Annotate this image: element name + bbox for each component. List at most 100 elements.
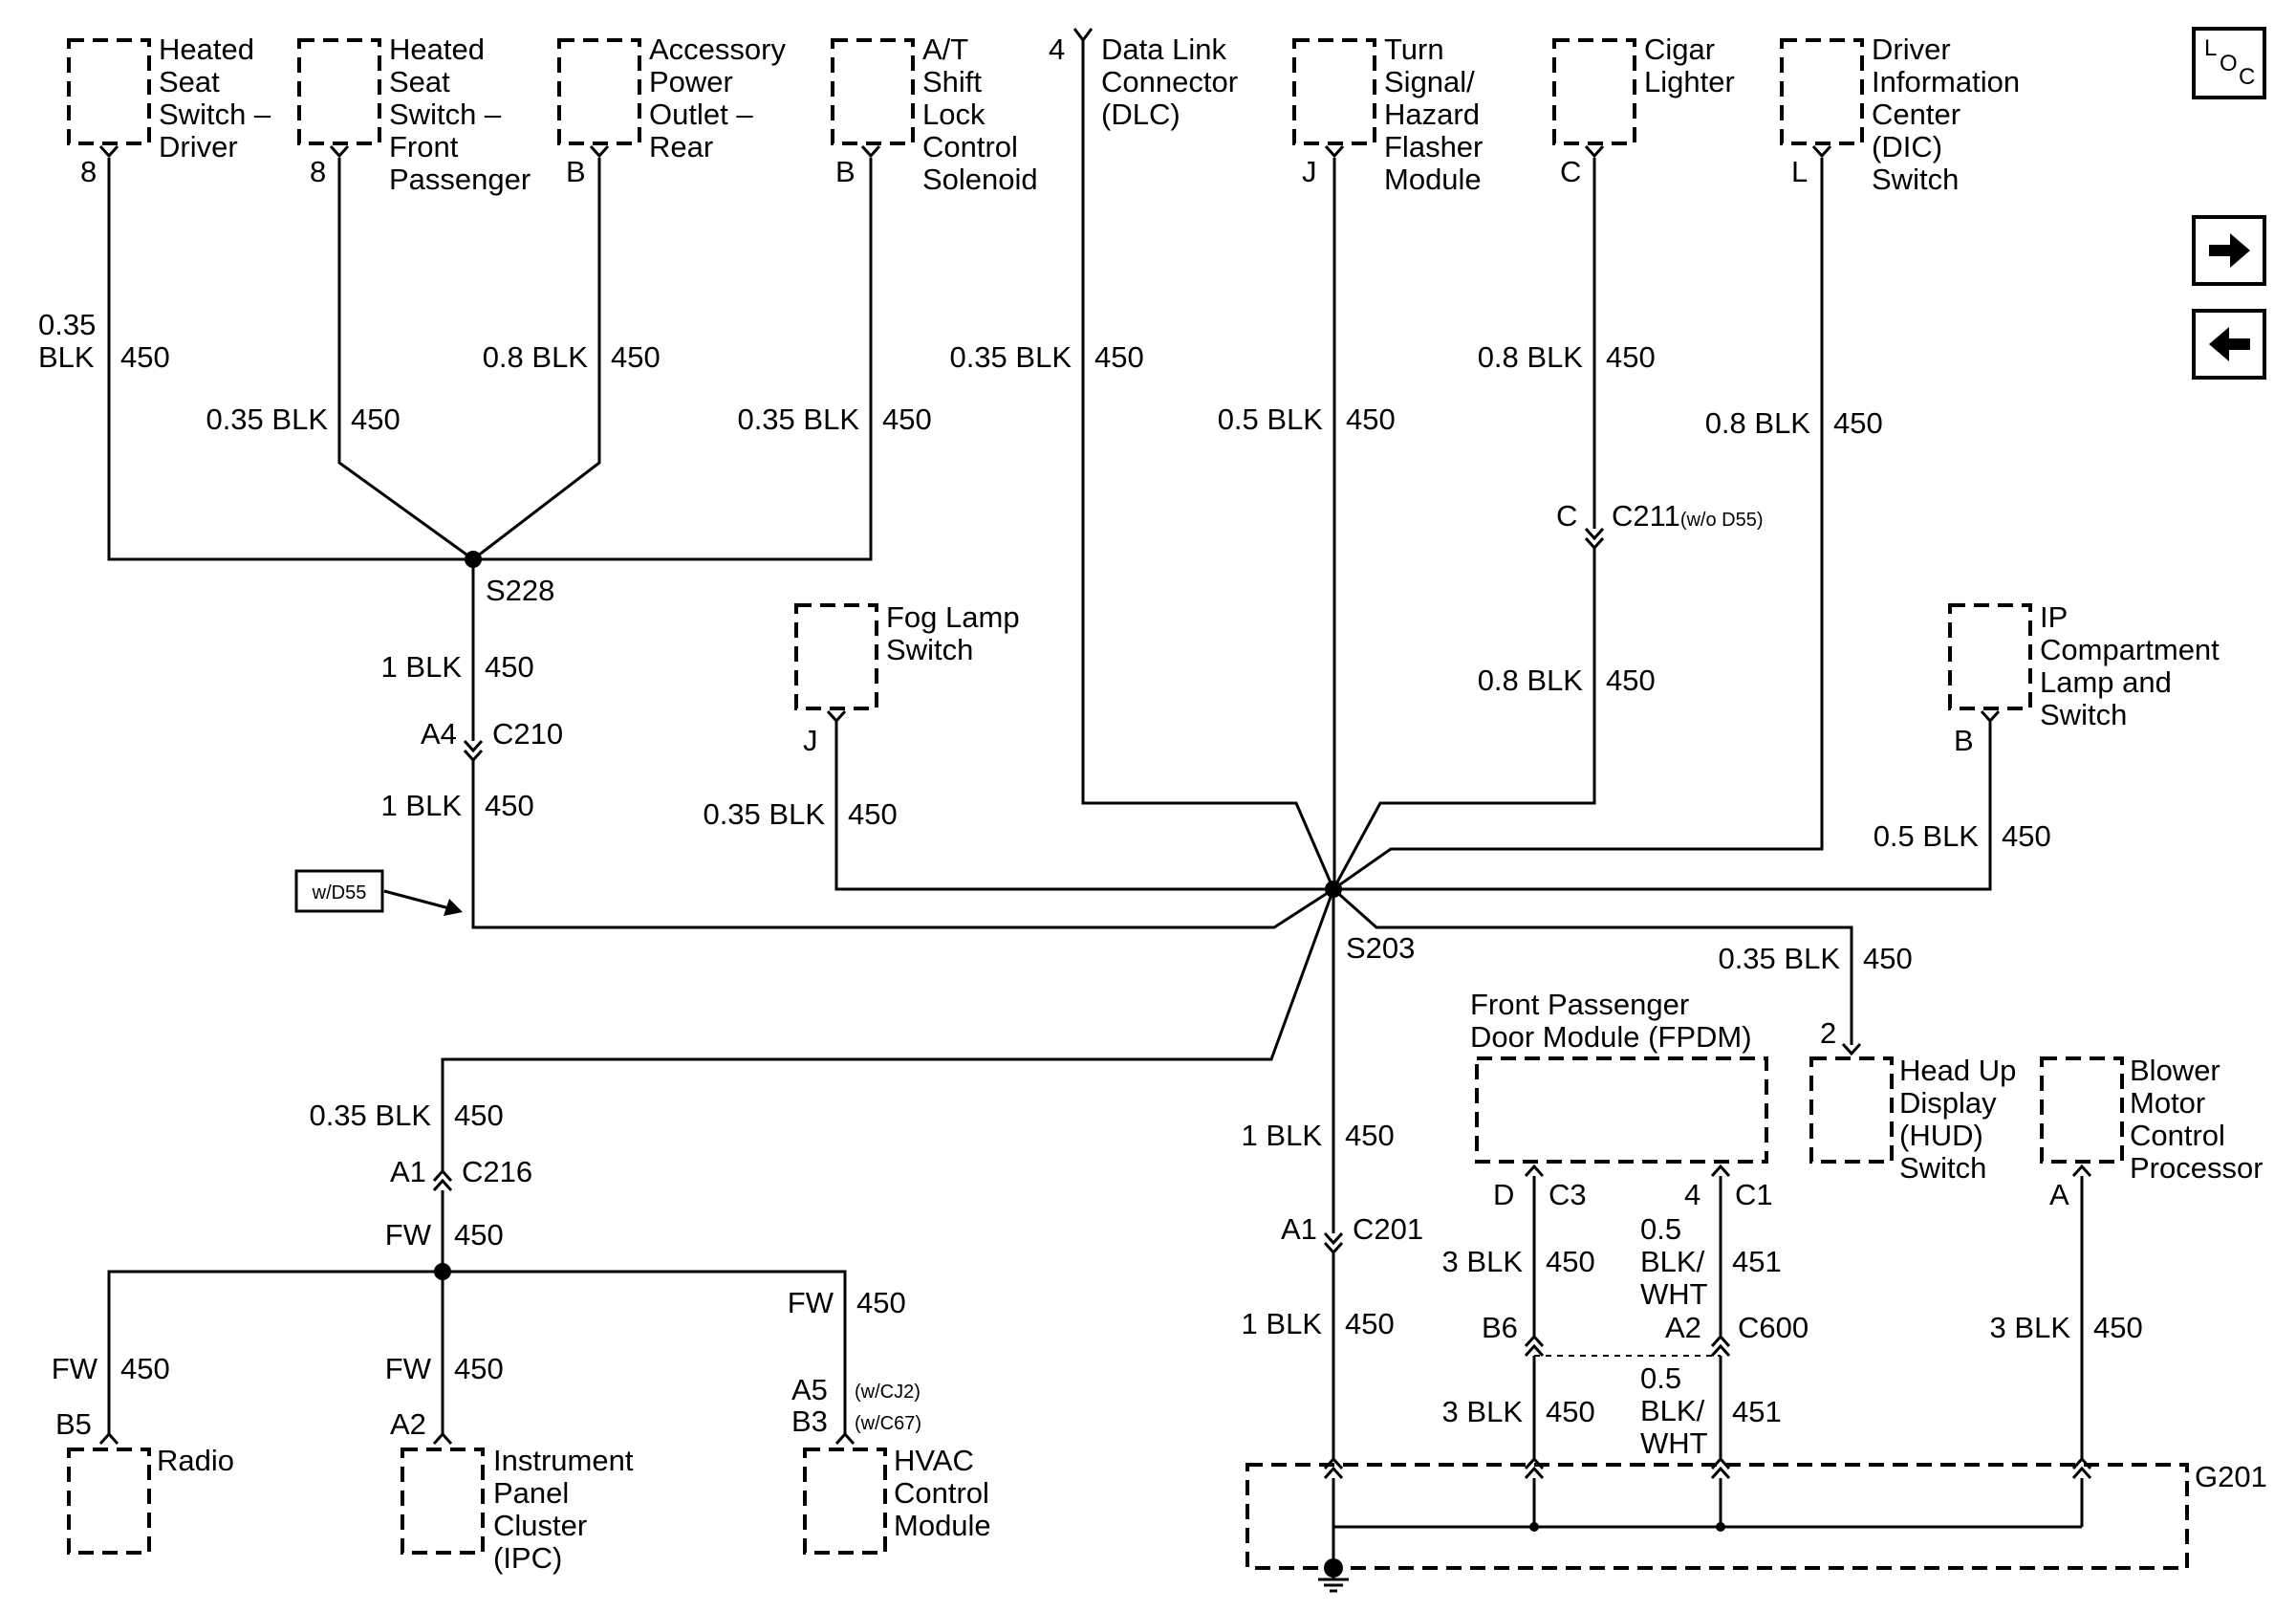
pin-ip-compartment: B bbox=[1954, 724, 1974, 757]
wire-label-s228-down: 1 BLK bbox=[381, 650, 463, 684]
circuit-fpdm-c1: 451 bbox=[1732, 1245, 1782, 1278]
next-page-button[interactable] bbox=[2192, 215, 2266, 286]
label-cigar-lighter: Cigar Lighter bbox=[1644, 33, 1735, 98]
wire-label-s203-down: 1 BLK bbox=[1242, 1119, 1323, 1152]
connector-c211-icon bbox=[1584, 527, 1605, 551]
wire-label-fpdm-c3: 3 BLK bbox=[1442, 1245, 1524, 1278]
terminal-mark bbox=[834, 1431, 856, 1446]
connector-c600-icon bbox=[1524, 1334, 1731, 1358]
loc-o: O bbox=[2220, 51, 2238, 76]
label-c210: C210 bbox=[492, 717, 563, 751]
circuit-fpdm-c3: 450 bbox=[1546, 1245, 1595, 1278]
wire-label-fpdm-c1: 0.5 BLK/ WHT bbox=[1640, 1212, 1713, 1311]
label-turn-signal: Turn Signal/ Hazard Flasher Module bbox=[1384, 33, 1491, 196]
wire-label-dlc: 0.35 BLK bbox=[949, 340, 1072, 374]
pin-c211: C bbox=[1556, 499, 1577, 533]
wd55-callout-text: w/D55 bbox=[312, 882, 367, 903]
wire-heated-seat-passenger bbox=[337, 158, 474, 561]
terminal-mark bbox=[589, 144, 610, 159]
pin-dic-switch: L bbox=[1791, 155, 1808, 188]
wire-c211-to-s203 bbox=[1332, 548, 1596, 890]
wire-label-hud: 0.35 BLK bbox=[1718, 942, 1840, 975]
circuit-fpdm-c3-lower: 450 bbox=[1546, 1395, 1595, 1428]
terminal-marks bbox=[98, 28, 2092, 1480]
label-c216: C216 bbox=[462, 1155, 532, 1188]
pin-hvac-a5: A5 bbox=[791, 1373, 828, 1406]
loc-button[interactable]: L O C bbox=[2192, 27, 2266, 99]
connector-c216-icon bbox=[432, 1168, 453, 1192]
g201-joint-1 bbox=[1529, 1522, 1539, 1532]
ip-compartment-box bbox=[1948, 603, 2032, 710]
wire-hud-switch bbox=[1332, 887, 1853, 1045]
label-heated-seat-passenger: Heated Seat Switch – Front Passenger bbox=[389, 33, 531, 196]
label-hvac-note-b3: (w/C67) bbox=[855, 1413, 921, 1434]
circuit-hud: 450 bbox=[1863, 942, 1913, 975]
label-fpdm: Front Passenger Door Module (FPDM) bbox=[1470, 988, 1752, 1054]
wire-label-dic: 0.8 BLK bbox=[1705, 406, 1811, 440]
circuit-ip: 450 bbox=[2002, 819, 2051, 853]
circuit-dlc: 450 bbox=[1094, 340, 1144, 374]
terminal-mark bbox=[1524, 1164, 1545, 1178]
heated-seat-driver-box bbox=[67, 38, 151, 145]
wire-label-cigar-top: 0.8 BLK bbox=[1478, 340, 1584, 374]
fog-lamp-box bbox=[794, 603, 878, 710]
circuit-cigar-bottom: 450 bbox=[1606, 664, 1656, 697]
circuit-cigar-top: 450 bbox=[1606, 340, 1656, 374]
turn-signal-box bbox=[1292, 38, 1376, 145]
pin-c201: A1 bbox=[1281, 1212, 1317, 1246]
circuit-fw-main: 450 bbox=[454, 1218, 504, 1252]
wire-accessory-outlet bbox=[472, 158, 601, 561]
pin-ipc: A2 bbox=[390, 1407, 426, 1441]
wire-label-fw-hvac: FW bbox=[788, 1286, 834, 1319]
connector-c201-icon bbox=[1323, 1231, 1344, 1255]
circuit-dic: 450 bbox=[1833, 406, 1883, 440]
wire-label-c216: 0.35 BLK bbox=[309, 1099, 431, 1132]
wire-label-at: 0.35 BLK bbox=[737, 403, 859, 436]
wd55-callout-arrowhead-icon bbox=[444, 899, 463, 916]
wd55-callout-box bbox=[294, 869, 384, 913]
pin-accessory-outlet: B bbox=[566, 155, 586, 188]
pin-heated-seat-passenger: 8 bbox=[310, 155, 326, 188]
at-shift-lock-box bbox=[831, 38, 915, 145]
wire-label-blower: 3 BLK bbox=[1990, 1311, 2071, 1344]
circuit-blower: 450 bbox=[2093, 1311, 2143, 1344]
terminal-mark bbox=[860, 144, 881, 159]
label-dic-switch: Driver Information Center (DIC) Switch bbox=[1872, 33, 2028, 196]
label-c201: C201 bbox=[1353, 1212, 1423, 1246]
heated-seat-passenger-box bbox=[297, 38, 381, 145]
circuit-fw-hvac: 450 bbox=[856, 1286, 906, 1319]
terminal-mark bbox=[1811, 144, 1832, 159]
arrow-right-icon bbox=[2209, 233, 2250, 268]
hvac-box bbox=[803, 1448, 887, 1555]
label-fog-lamp: Fog Lamp Switch bbox=[886, 600, 1028, 666]
terminal-mark bbox=[826, 709, 847, 724]
wire-c210-to-s203 bbox=[471, 760, 1334, 929]
hud-switch-box bbox=[1809, 1056, 1894, 1164]
label-hud-switch: Head Up Display (HUD) Switch bbox=[1899, 1054, 2025, 1185]
terminal-mark bbox=[1072, 28, 1094, 43]
wire-fog-lamp bbox=[834, 722, 1333, 891]
blower-box bbox=[2040, 1056, 2124, 1164]
connector-labels: S228 C210 S203 C211(w/o D55) C216 C201 C… bbox=[462, 499, 2267, 1493]
circuit-turn: 450 bbox=[1346, 403, 1396, 436]
splices bbox=[434, 551, 1725, 1593]
wire-label-hs-driver-color: BLK bbox=[38, 340, 95, 374]
terminal-mark bbox=[98, 144, 119, 159]
prev-page-button[interactable] bbox=[2192, 309, 2266, 380]
terminal-mark bbox=[1324, 144, 1345, 159]
circuit-c600: 451 bbox=[1732, 1395, 1782, 1428]
label-at-shift-lock: A/T Shift Lock Control Solenoid bbox=[922, 33, 1038, 196]
wire-label-c600: 0.5 BLK/ WHT bbox=[1640, 1361, 1713, 1460]
terminal-mark bbox=[2071, 1164, 2092, 1178]
c216-splice-dot bbox=[434, 1263, 451, 1280]
ground-symbol-icon bbox=[1318, 1568, 1349, 1593]
label-hvac-note-a5: (w/CJ2) bbox=[855, 1382, 921, 1403]
connector-c210-icon bbox=[463, 739, 484, 763]
circuit-fw-radio: 450 bbox=[120, 1352, 170, 1385]
circuit-s228-down: 450 bbox=[485, 650, 534, 684]
pin-radio: B5 bbox=[55, 1407, 92, 1441]
component-labels: Heated Seat Switch – Driver Heated Seat … bbox=[157, 33, 2264, 1575]
option-callout: w/D55 bbox=[294, 869, 463, 916]
wire-label-acc: 0.8 BLK bbox=[483, 340, 589, 374]
